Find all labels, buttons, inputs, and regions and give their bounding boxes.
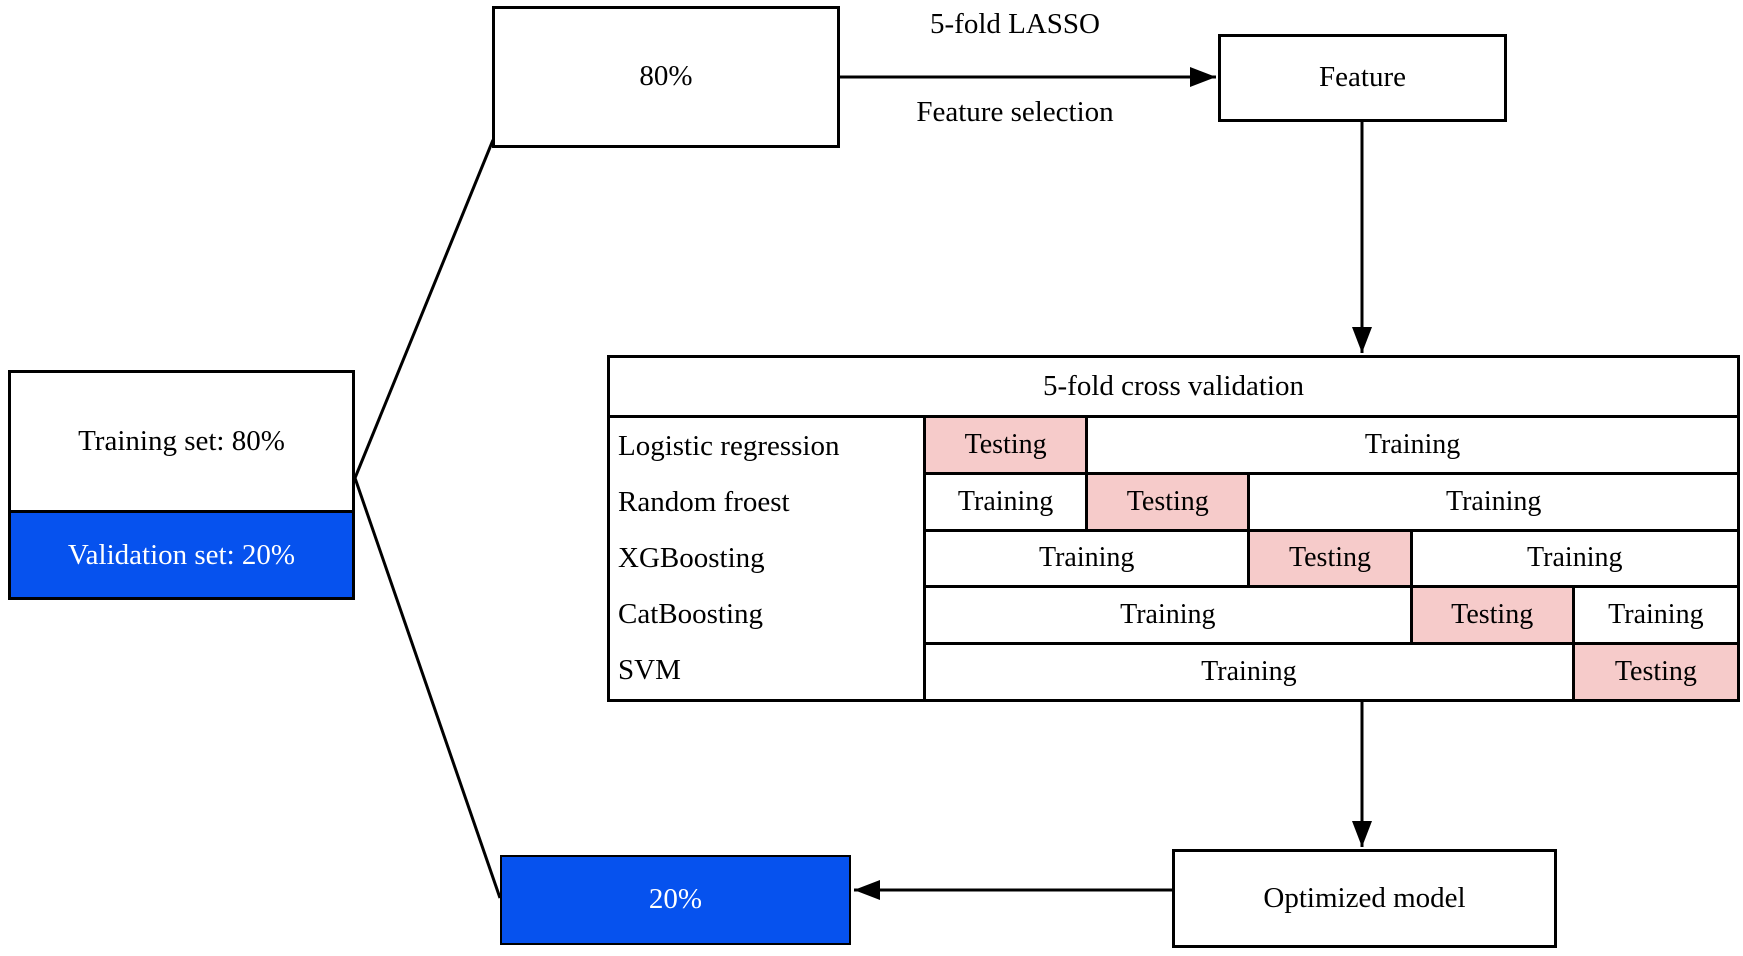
cv-table-title: 5-fold cross validation [610, 358, 1737, 418]
fold-cell-training: Training [1412, 531, 1737, 586]
training-set-label: Training set: 80% [78, 425, 285, 457]
validation-set-section: Validation set: 20% [11, 513, 352, 597]
dataset-split-box: Training set: 80% Validation set: 20% [8, 370, 355, 600]
fold-cell-training: Training [926, 474, 1089, 529]
fold-cell-testing: Testing [926, 418, 1089, 472]
split-to-train80-line [353, 139, 495, 479]
cv-row-catboosting: Training Testing Training [926, 588, 1737, 646]
model-name-random-forest: Random froest [618, 485, 790, 518]
cv-row-svm: Training Testing [926, 645, 1737, 699]
cv-model-names-column: Logistic regression Random froest XGBoos… [610, 418, 926, 699]
fold-cell-training: Training [926, 531, 1251, 586]
cv-row-random-forest: Training Testing Training [926, 474, 1737, 532]
model-name-catboosting: CatBoosting [618, 598, 764, 631]
training-subset-box: 80% [492, 6, 840, 148]
fold-cell-training: Training [1250, 474, 1737, 529]
optimized-model-label: Optimized model [1263, 881, 1466, 914]
model-name-xgboosting: XGBoosting [618, 542, 765, 574]
feature-box: Feature [1218, 34, 1507, 122]
cross-validation-table: 5-fold cross validation Logistic regress… [607, 355, 1740, 702]
fold-cell-testing: Testing [1250, 531, 1413, 586]
model-name-svm: SVM [618, 654, 681, 687]
model-name-logistic-regression: Logistic regression [618, 429, 840, 462]
fold-cell-training: Training [926, 645, 1575, 699]
fold-cell-testing: Testing [1412, 588, 1575, 643]
validation-subset-box: 20% [500, 855, 851, 945]
fold-cell-testing: Testing [1574, 645, 1737, 699]
split-to-valid20-line [353, 477, 502, 899]
fold-cell-testing: Testing [1088, 474, 1251, 529]
cv-row-logistic-regression: Testing Training [926, 418, 1737, 475]
feature-selection-arrow-bottom-label: Feature selection [916, 96, 1114, 128]
fold-cell-training: Training [1088, 418, 1737, 472]
training-subset-label: 80% [639, 60, 693, 93]
feature-box-label: Feature [1319, 61, 1406, 94]
validation-set-label: Validation set: 20% [67, 538, 296, 571]
lasso-arrow-top-label: 5-fold LASSO [930, 8, 1100, 40]
fold-cell-training: Training [926, 588, 1413, 643]
fold-cell-training: Training [1574, 588, 1737, 643]
cv-table-body: Logistic regression Random froest XGBoos… [610, 418, 1737, 699]
validation-subset-label: 20% [648, 883, 703, 916]
cv-row-xgboosting: Training Testing Training [926, 531, 1737, 589]
cv-fold-grid: Testing Training Training Testing Traini… [926, 418, 1737, 699]
optimized-model-box: Optimized model [1172, 849, 1557, 948]
training-set-section: Training set: 80% [11, 373, 352, 513]
